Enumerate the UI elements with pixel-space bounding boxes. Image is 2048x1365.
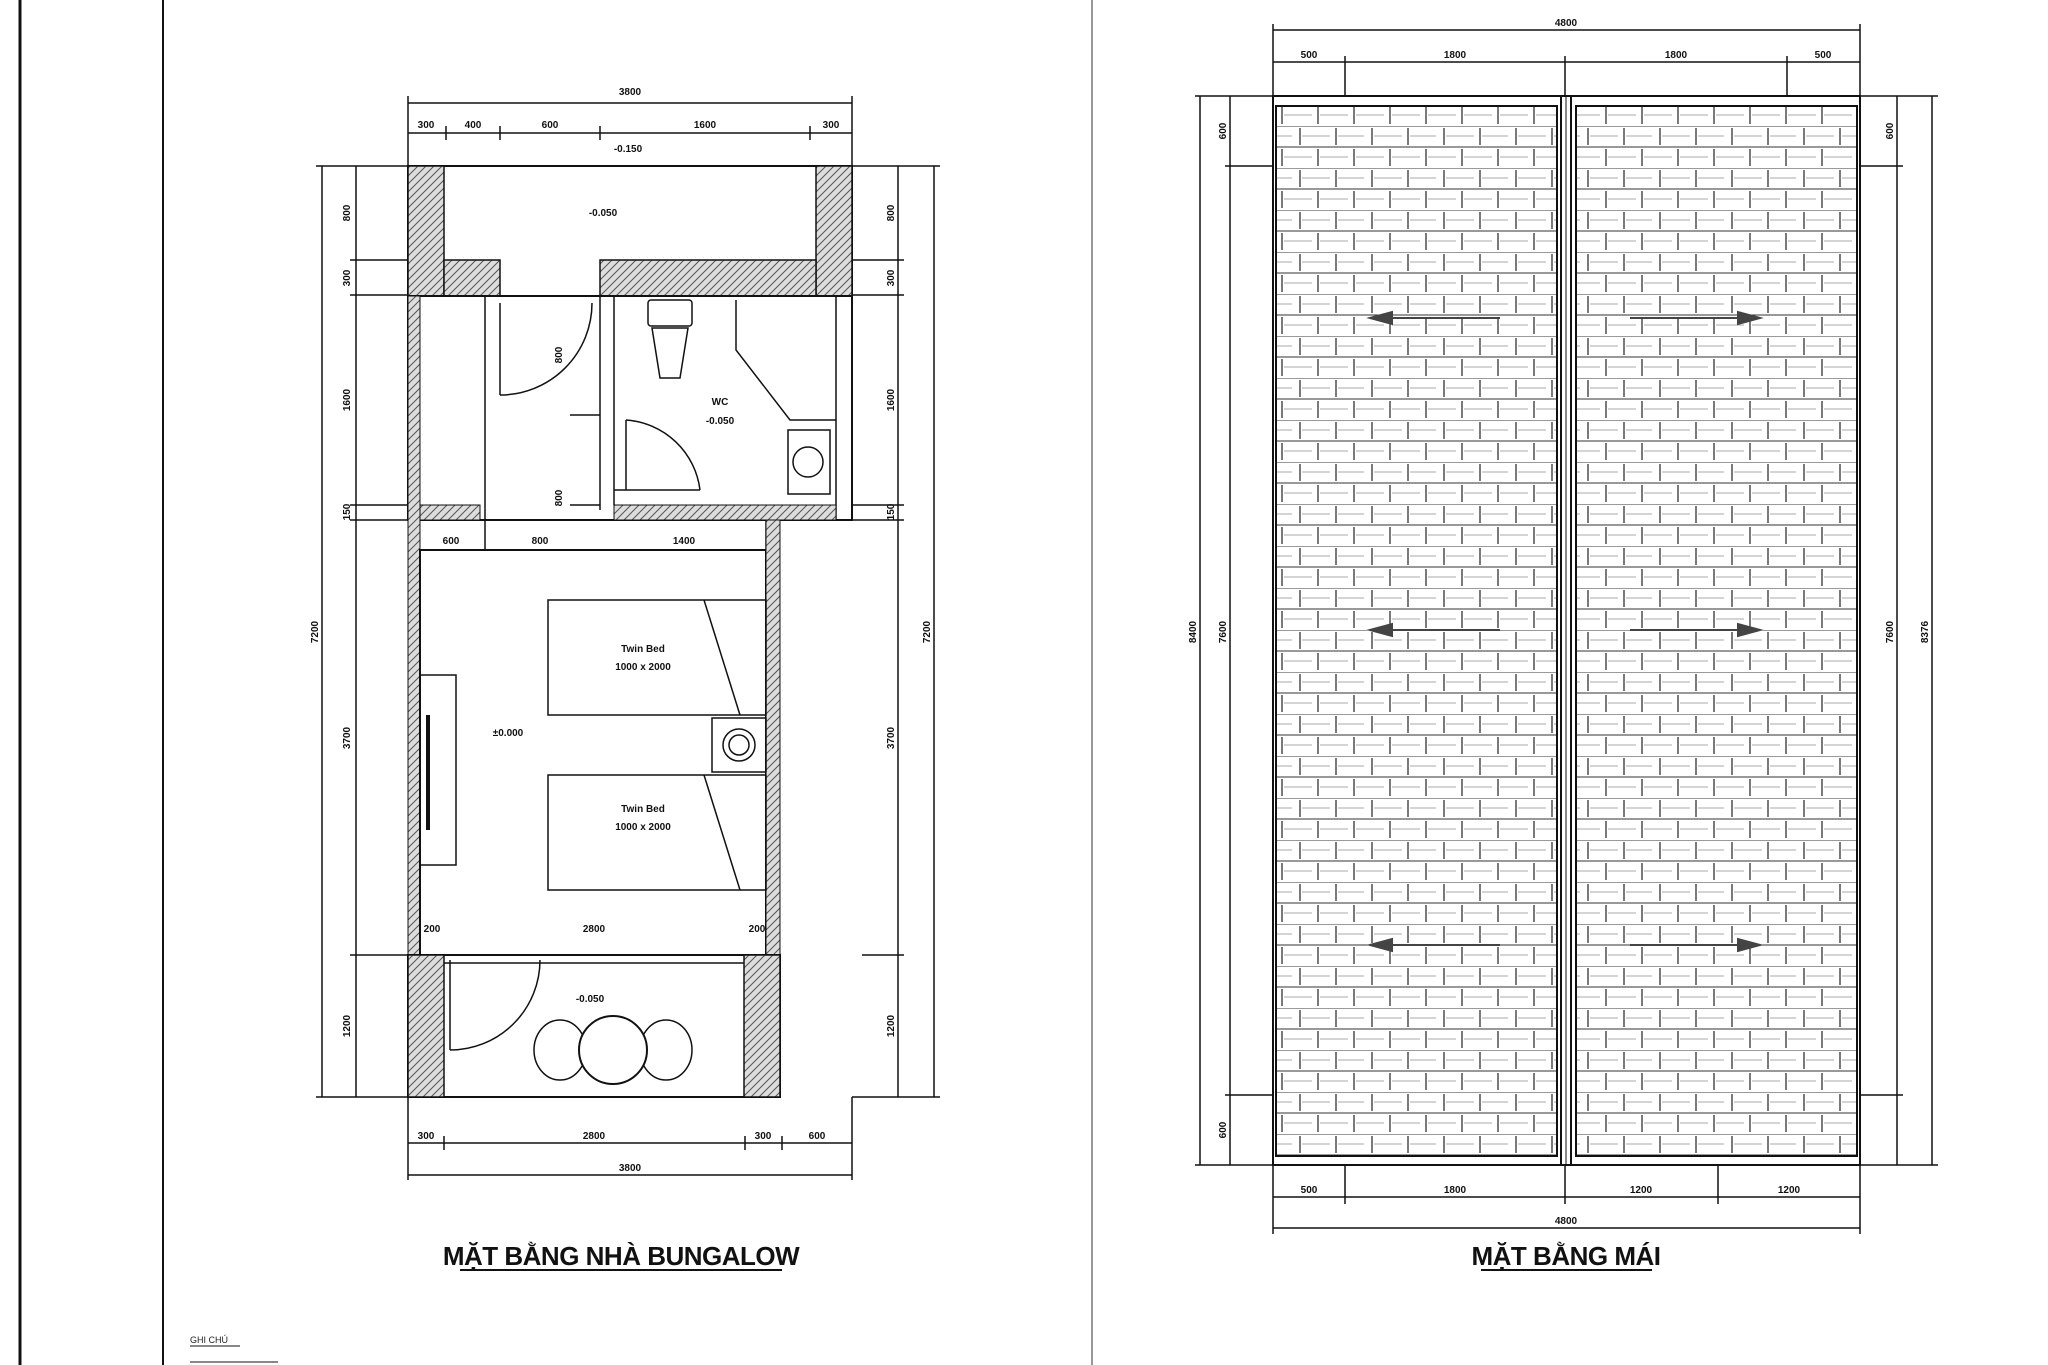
fp-dim-top-seg-1: 300: [418, 120, 435, 131]
fp-dim-left-seg-3: 1600: [342, 388, 353, 411]
fp-bed-1-name: Twin Bed: [621, 644, 665, 655]
fp-dim-bottom-seg-1: 300: [418, 1131, 435, 1142]
fp-dim-left-overall: 7200: [310, 620, 321, 643]
fp-wc-level: -0.050: [706, 416, 735, 427]
roof-plan-title: MẶT BẰNG MÁI: [1472, 1241, 1661, 1271]
fp-dim-left-seg-2: 300: [342, 269, 353, 286]
floor-plan-title: MẶT BẰNG NHÀ BUNGALOW: [443, 1241, 800, 1271]
fp-level-terrace: -0.050: [589, 208, 618, 219]
fp-bed-1-size: 1000 x 2000: [615, 662, 671, 673]
fp-dim-left-seg-1: 800: [342, 204, 353, 221]
fp-dim-room-bottom-1: 200: [424, 924, 441, 935]
fp-dim-right-seg-6: 1200: [886, 1014, 897, 1037]
roof-plan: [1195, 24, 1938, 1234]
fp-dim-room-bottom-2: 2800: [583, 924, 606, 935]
fp-bed-2-name: Twin Bed: [621, 804, 665, 815]
fp-dim-left-seg-4: 150: [342, 503, 353, 520]
note-label: GHI CHÚ: [190, 1335, 228, 1345]
rp-dim-left-seg-2: 7600: [1218, 620, 1229, 643]
fp-dim-bottom-seg-3: 300: [755, 1131, 772, 1142]
fp-bed-2-size: 1000 x 2000: [615, 822, 671, 833]
fp-dim-bottom-overall: 3800: [619, 1163, 642, 1174]
rp-dim-right-seg-1: 600: [1885, 122, 1896, 139]
rp-dim-right-seg-2: 7600: [1885, 620, 1896, 643]
fp-dim-right-seg-3: 1600: [886, 388, 897, 411]
fp-dim-top-seg-3: 600: [542, 120, 559, 131]
fp-dim-left-seg-6: 1200: [342, 1014, 353, 1037]
fp-dim-top-seg-5: 300: [823, 120, 840, 131]
fp-dim-right-seg-4: 150: [886, 503, 897, 520]
fp-dim-right-seg-5: 3700: [886, 726, 897, 749]
fp-dim-left-seg-5: 3700: [342, 726, 353, 749]
rp-dim-bottom-seg-1: 500: [1301, 1185, 1318, 1196]
fp-dim-door-1: 800: [554, 489, 565, 506]
rp-dim-left-overall: 8400: [1188, 620, 1199, 643]
rp-dim-left-seg-3: 600: [1218, 1121, 1229, 1138]
fp-dim-inner-1: 600: [443, 536, 460, 547]
fp-wc-name: WC: [712, 397, 729, 408]
fp-dim-top-seg-4: 1600: [694, 120, 717, 131]
rp-dim-right-overall: 8376: [1920, 620, 1931, 643]
rp-dim-top-seg-2: 1800: [1444, 50, 1467, 61]
rp-dim-top-seg-3: 1800: [1665, 50, 1688, 61]
fp-dim-inner-2: 800: [532, 536, 549, 547]
fp-dim-right-seg-1: 800: [886, 204, 897, 221]
fp-dim-top-seg-2: 400: [465, 120, 482, 131]
rp-dim-bottom-seg-4: 1200: [1778, 1185, 1801, 1196]
fp-level-top: -0.150: [614, 144, 643, 155]
fp-dim-bottom-seg-4: 600: [809, 1131, 826, 1142]
fp-dim-top-overall: 3800: [619, 87, 642, 98]
fp-level-room: ±0.000: [493, 728, 524, 739]
rp-dim-left-seg-1: 600: [1218, 122, 1229, 139]
fp-dim-inner-3: 1400: [673, 536, 696, 547]
rp-dim-bottom-seg-3: 1200: [1630, 1185, 1653, 1196]
fp-dim-room-bottom-3: 200: [749, 924, 766, 935]
fp-dim-right-overall: 7200: [922, 620, 933, 643]
rp-dim-top-seg-4: 500: [1815, 50, 1832, 61]
floor-plan: [316, 96, 940, 1180]
fp-dim-door-2: 800: [554, 346, 565, 363]
fp-dim-right-seg-2: 300: [886, 269, 897, 286]
rp-dim-top-overall: 4800: [1555, 18, 1578, 29]
fp-level-front: -0.050: [576, 994, 605, 1005]
rp-dim-top-seg-1: 500: [1301, 50, 1318, 61]
fp-dim-bottom-seg-2: 2800: [583, 1131, 606, 1142]
rp-dim-bottom-overall: 4800: [1555, 1216, 1578, 1227]
rp-dim-bottom-seg-2: 1800: [1444, 1185, 1467, 1196]
